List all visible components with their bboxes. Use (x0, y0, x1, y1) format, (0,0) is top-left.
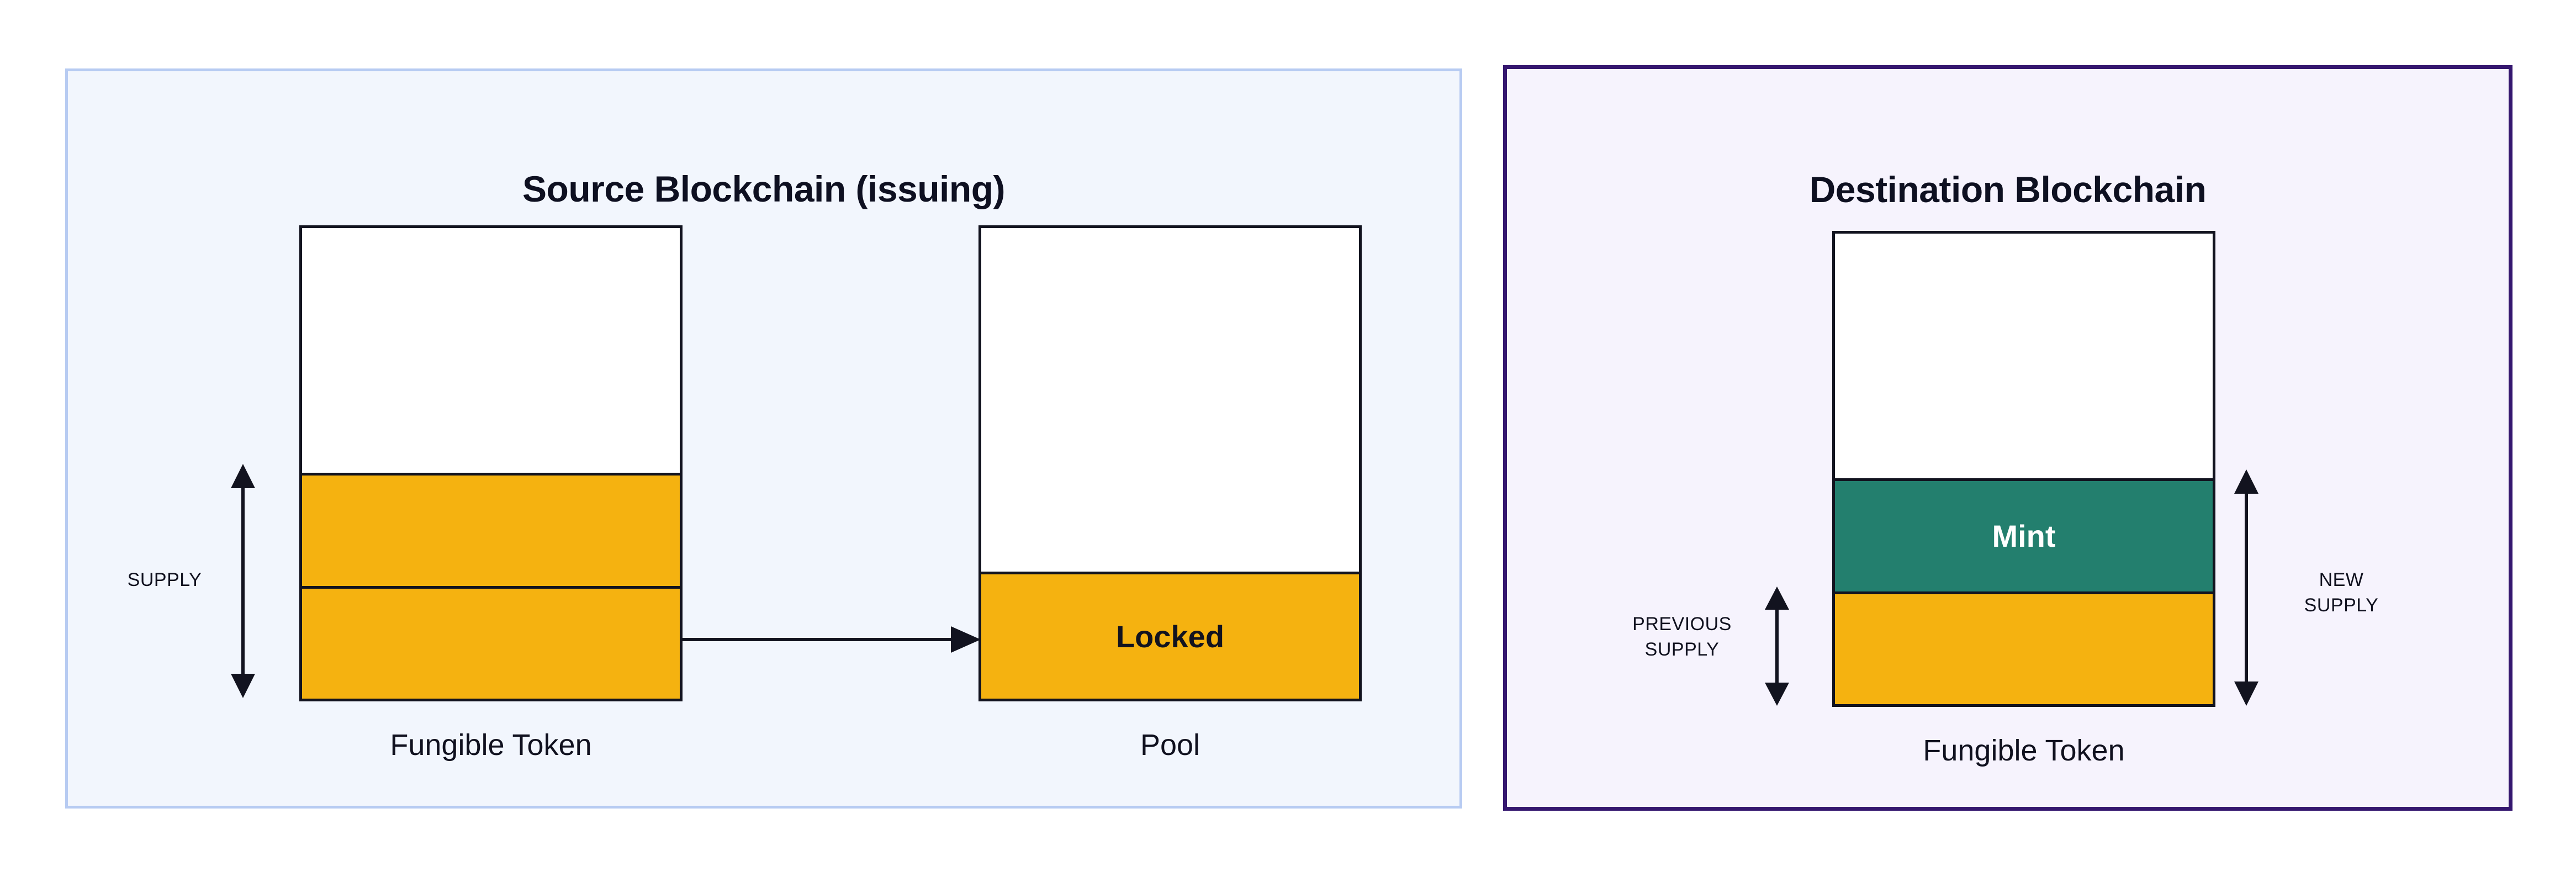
source-fungible-token-caption: Fungible Token (390, 728, 592, 762)
lock-flow-arrow (683, 626, 981, 653)
source-fungible-white-segment (302, 228, 680, 473)
source-fungible-gold-segment-upper (302, 473, 680, 586)
pool-bar: Locked (978, 225, 1362, 701)
destination-panel-title: Destination Blockchain (1809, 169, 2207, 210)
previous-supply-dimension-label: PREVIOUS SUPPLY (1632, 614, 1732, 660)
destination-mint-label: Mint (1992, 519, 2056, 554)
destination-mint-segment: Mint (1835, 478, 2213, 591)
destination-fungible-white-segment (1835, 234, 2213, 479)
new-supply-dimension-label: NEW SUPPLY (2304, 569, 2379, 616)
pool-caption: Pool (1140, 728, 1200, 762)
source-fungible-gold-segment-lower (302, 585, 680, 699)
previous-supply-dimension-arrow (1765, 587, 1789, 706)
pool-white-segment (981, 228, 1359, 572)
supply-dimension-label: SUPPLY (127, 569, 202, 590)
destination-fungible-token-bar: Mint (1832, 231, 2215, 707)
supply-dimension-arrow (231, 464, 255, 698)
source-fungible-token-bar (299, 225, 683, 701)
new-supply-dimension-arrow (2234, 469, 2258, 706)
pool-locked-label: Locked (1115, 619, 1225, 654)
source-panel-title: Source Blockchain (issuing) (522, 168, 1006, 209)
destination-previous-supply-segment (1835, 591, 2213, 704)
destination-fungible-token-caption: Fungible Token (1923, 734, 2125, 767)
pool-locked-segment: Locked (981, 571, 1359, 699)
